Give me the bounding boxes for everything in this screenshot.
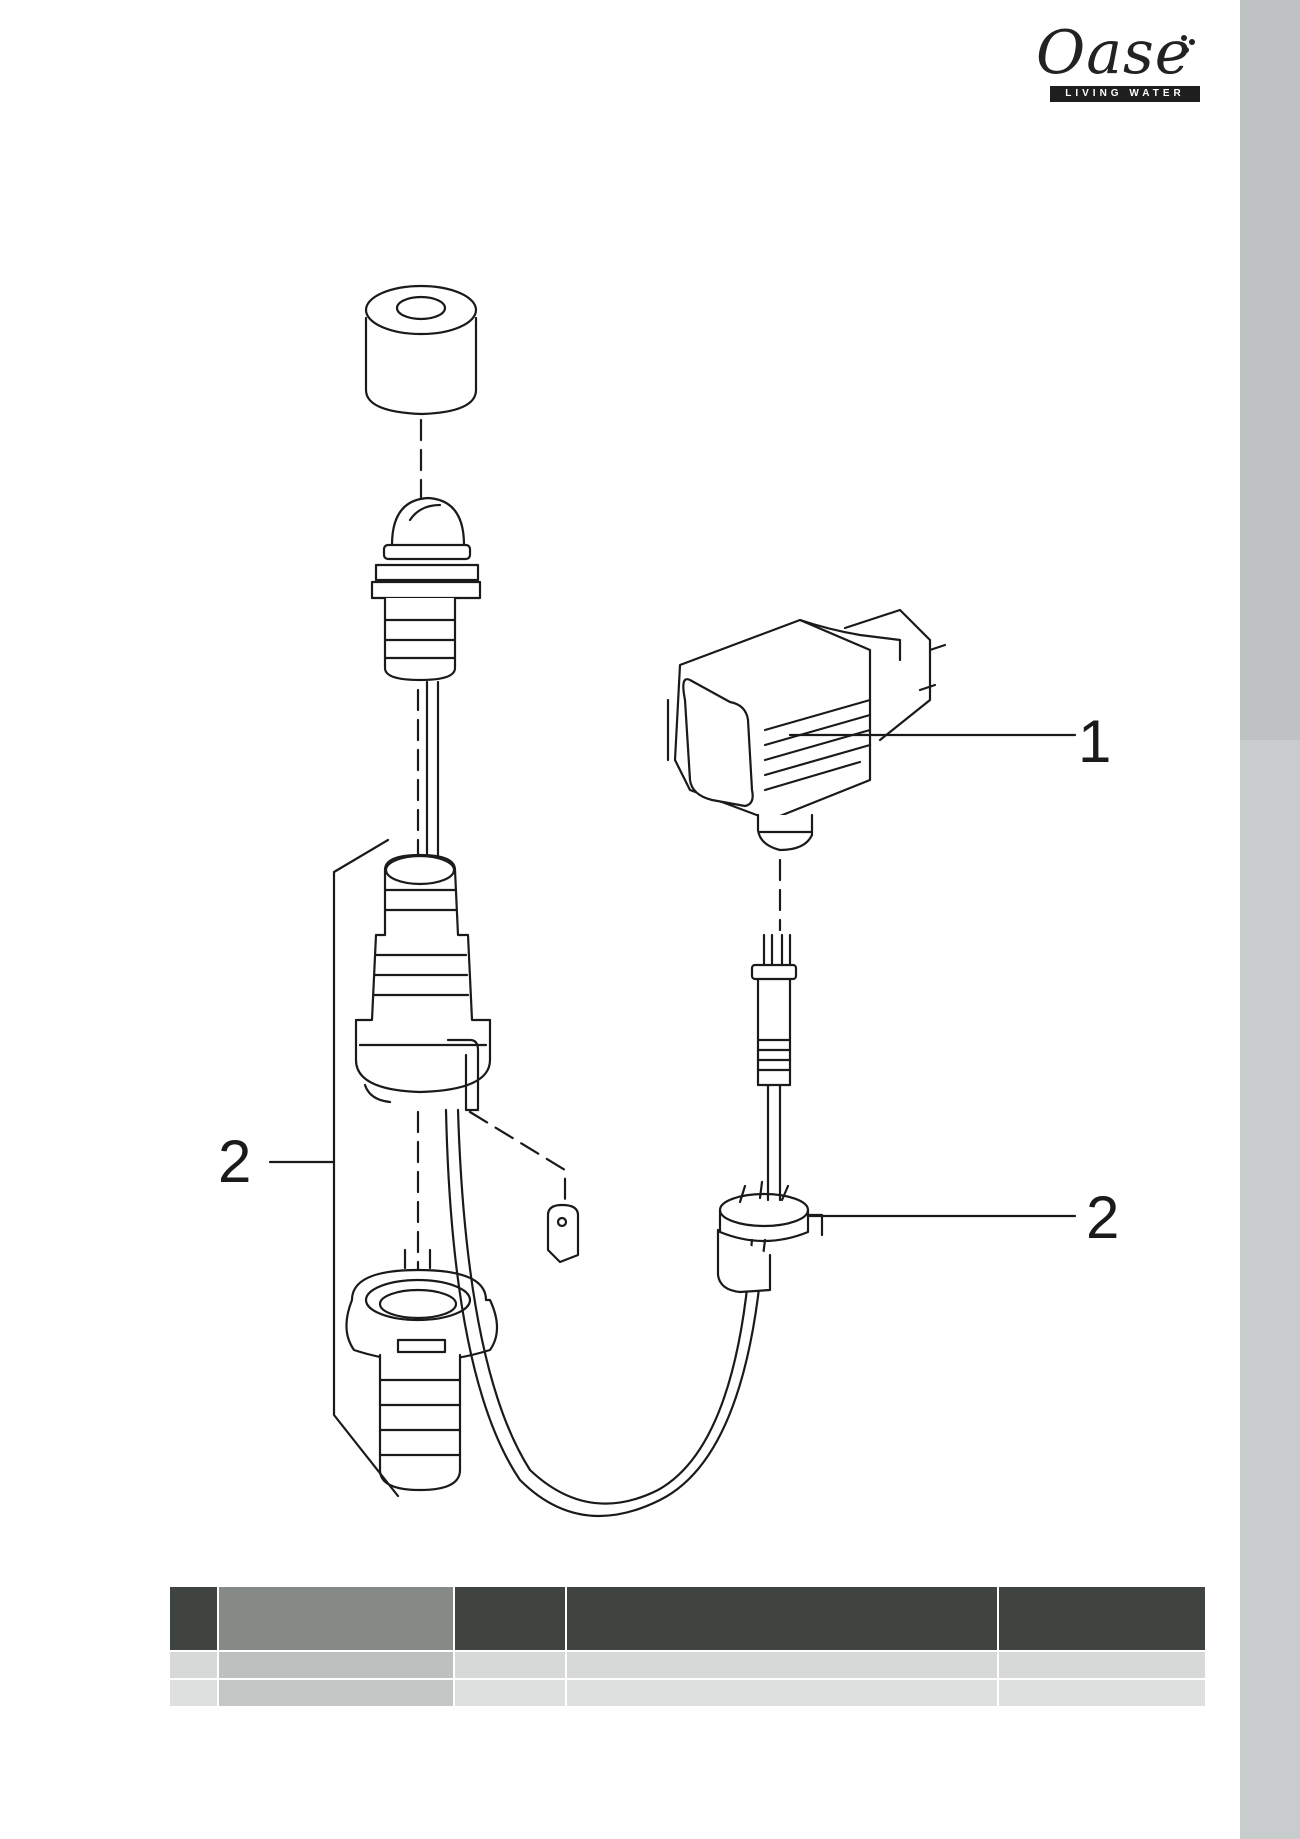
small-clip: [546, 1203, 580, 1264]
logo-drops-icon: [1181, 35, 1195, 53]
plug-lead-connector: [750, 933, 798, 1087]
table-header-row: [170, 1587, 1207, 1652]
table-row: [170, 1651, 1207, 1680]
cap-sleeve: [364, 284, 478, 416]
logo-word: Oase: [1036, 18, 1192, 88]
callout-1: 1: [1078, 708, 1112, 775]
bracket-2-left: [268, 838, 400, 1498]
side-tab-lower: [1240, 740, 1300, 1839]
table-cell: [454, 1679, 567, 1708]
callout-2-right: 2: [1086, 1184, 1120, 1251]
cable-clip: [716, 1180, 824, 1294]
table-header-cell: [566, 1587, 999, 1652]
table-cell: [998, 1679, 1207, 1708]
lamp-head: [370, 496, 482, 682]
transformer: [666, 608, 947, 852]
table-cell: [170, 1679, 219, 1708]
table-cell: [998, 1651, 1207, 1680]
table-cell: [170, 1651, 219, 1680]
table-header-cell: [218, 1587, 455, 1652]
table-cell: [218, 1679, 455, 1708]
parts-table: [170, 1587, 1207, 1708]
oase-logo: Oase LIVING WATER: [1028, 18, 1208, 108]
logo-tagline: LIVING WATER: [1050, 86, 1200, 102]
table-cell: [566, 1679, 999, 1708]
exploded-parts-drawing: [268, 284, 1077, 1518]
table-cell: [454, 1651, 567, 1680]
table-header-cell: [998, 1587, 1207, 1652]
table-row: [170, 1679, 1207, 1708]
table-cell: [566, 1651, 999, 1680]
side-tab-upper: [1240, 0, 1300, 740]
hose-connector-upper: [354, 853, 492, 1112]
table-header-cell: [454, 1587, 567, 1652]
callout-2-left: 2: [218, 1128, 252, 1195]
table-header-cell: [170, 1587, 219, 1652]
table-cell: [218, 1651, 455, 1680]
